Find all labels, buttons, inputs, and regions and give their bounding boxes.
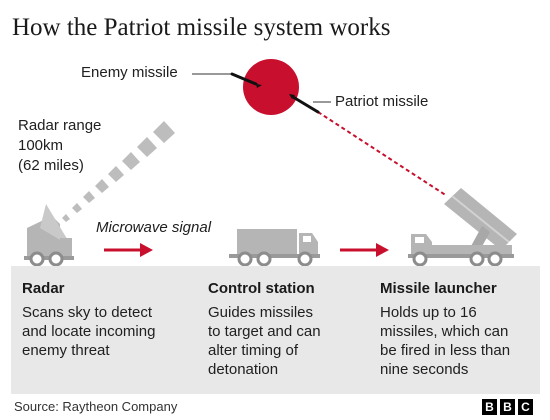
stage-description: Guides missiles to target and can alter … (208, 303, 373, 379)
radar-range-line: 100km (18, 137, 64, 154)
description-line: and locate incoming (22, 323, 156, 340)
stage-heading: Radar (22, 280, 65, 297)
description-line: enemy threat (22, 342, 110, 359)
missile-launcher-truck-icon (408, 188, 517, 267)
patriot-missile-icon (289, 94, 320, 114)
page-title: How the Patriot missile system works (12, 14, 391, 41)
patriot-missile-label: Patriot missile (335, 93, 429, 110)
description-line: be fired in less than (380, 342, 511, 359)
description-line: nine seconds (380, 361, 469, 378)
microwave-signal-label: Microwave signal (96, 219, 212, 236)
enemy-missile-icon (230, 72, 262, 88)
description-line: Holds up to 16 (380, 304, 477, 321)
arrow-right-icon (340, 243, 389, 257)
description-line: alter timing of (208, 342, 299, 359)
stage-radar: Radar Scans sky to detect and locate inc… (22, 280, 187, 360)
arrow-right-icon (104, 243, 153, 257)
intercept-circle-icon (243, 59, 299, 115)
radar-range-label: Radar range 100km (62 miles) (18, 116, 101, 176)
source-note: Source: Raytheon Company (14, 399, 178, 414)
radar-range-line: Radar range (18, 117, 102, 134)
logo-letter: B (500, 399, 515, 415)
radar-truck-icon (24, 204, 74, 267)
description-line: Guides missiles (208, 304, 314, 321)
description-line: to target and can (208, 323, 321, 340)
stage-heading: Control station (208, 280, 315, 297)
description-line: detonation (208, 361, 279, 378)
radar-range-line: (62 miles) (18, 157, 84, 174)
stage-description: Scans sky to detect and locate incoming … (22, 303, 187, 360)
stage-missile-launcher: Missile launcher Holds up to 16 missiles… (380, 280, 545, 379)
description-line: Scans sky to detect (22, 304, 153, 321)
logo-letter: C (518, 399, 533, 415)
stages-panel (11, 266, 540, 394)
description-line: missiles, which can (380, 323, 509, 340)
missile-trajectory (317, 111, 448, 197)
stage-control-station: Control station Guides missiles to targe… (208, 280, 373, 379)
control-station-truck-icon (229, 229, 320, 267)
stage-description: Holds up to 16 missiles, which can be fi… (380, 303, 545, 379)
logo-letter: B (482, 399, 497, 415)
enemy-missile-label: Enemy missile (81, 64, 178, 81)
bbc-logo: B B C (482, 399, 533, 415)
radar-beam (62, 121, 175, 222)
stage-heading: Missile launcher (380, 280, 497, 297)
